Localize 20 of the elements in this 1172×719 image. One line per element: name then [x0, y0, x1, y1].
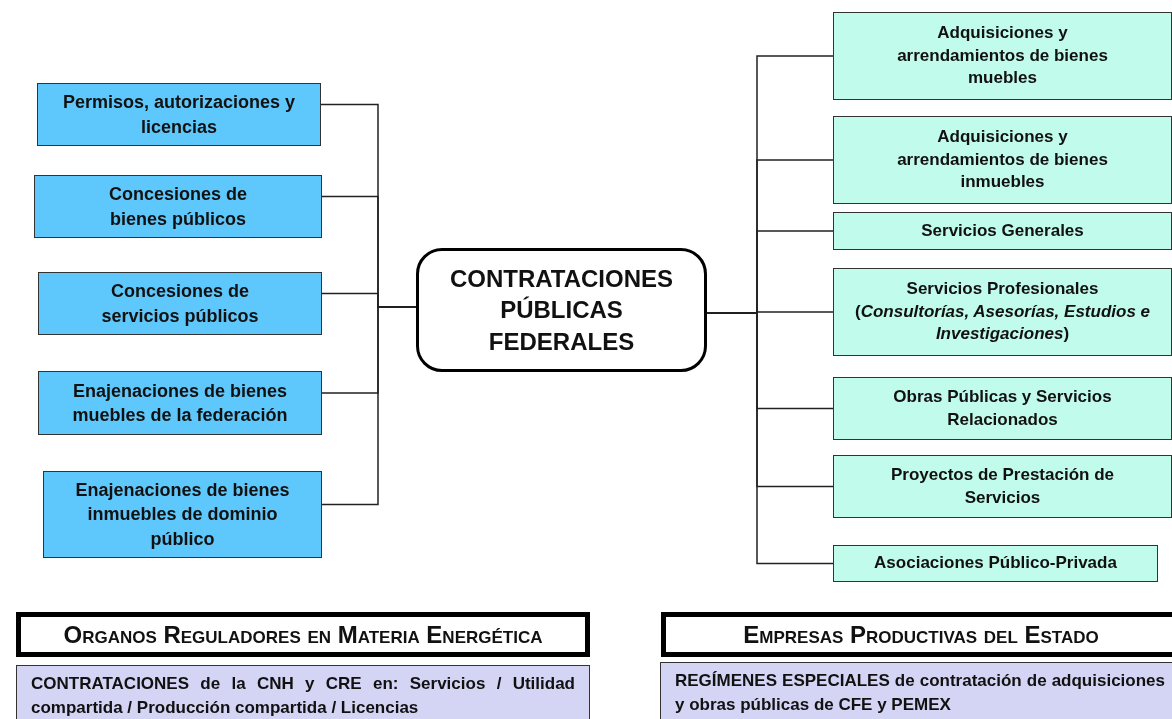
description-panel: CONTRATACIONES de la CNH y CRE en: Servicios / Utilidad compartida / Producción compartida / Licencias	[16, 665, 590, 719]
description-panel: REGÍMENES ESPECIALES de contratación de adquisiciones y obras públicas de CFE y PEMEX	[660, 662, 1172, 719]
section-header: Empresas Productivas del Estado	[661, 612, 1172, 657]
category-box: Proyectos de Prestación de Servicios	[833, 455, 1172, 518]
title-box: CONTRATACIONES PÚBLICAS FEDERALES	[416, 248, 707, 372]
category-box: Adquisiciones y arrendamientos de bienes inmuebles	[833, 116, 1172, 204]
section-header: Organos Reguladores en Materia Energética	[16, 612, 590, 657]
category-box: Obras Públicas y Servicios Relacionados	[833, 377, 1172, 440]
box-heading: Servicios Profesionales	[906, 277, 1099, 300]
category-box: Concesiones de bienes públicos	[34, 175, 322, 238]
category-box: Enajenaciones de bienes inmuebles de dominio público	[43, 471, 322, 558]
category-box: Enajenaciones de bienes muebles de la federación	[38, 371, 322, 435]
category-box: Permisos, autorizaciones y licencias	[37, 83, 321, 146]
connector-line	[321, 306, 417, 506]
category-box: Concesiones de servicios públicos	[38, 272, 322, 335]
category-box	[833, 268, 1172, 356]
category-box: Adquisiciones y arrendamientos de bienes muebles	[833, 12, 1172, 100]
category-box: Asociaciones Público-Privada	[833, 545, 1158, 582]
category-box: Servicios Generales	[833, 212, 1172, 250]
box-subtext: (Consultorías, Asesorías, Estudios e Investigaciones)	[853, 300, 1152, 346]
